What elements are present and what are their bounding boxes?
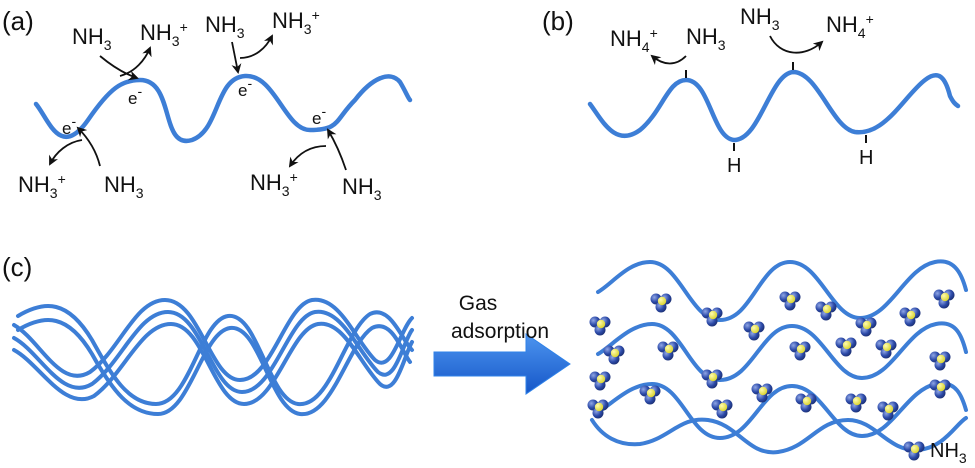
species-nh3: NH3 [104,172,144,201]
layer-wave [12,297,414,383]
ammonia-molecule-icon [639,385,661,405]
panel-c-label: (c) [2,252,32,282]
species-nh3: NH3 [342,174,382,203]
ammonia-molecule-icon [779,291,801,311]
layer-wave [16,304,414,407]
species-nh3-plus: NH3+ [272,7,320,37]
layer-wave [596,259,968,323]
species-nh3-plus: NH3+ [18,171,66,201]
electron-label: e- [312,103,326,128]
reaction-arrow [231,41,242,74]
ammonia-molecule-icon [815,301,837,321]
reaction-arrow [769,35,824,54]
layer-wave [596,381,968,441]
species-nh3: NH3 [205,12,245,41]
arrow-label-adsorption: adsorption [451,320,549,343]
layer-wave [12,309,414,395]
panel-c: (c) Gas adsorption [2,252,968,466]
arrow-label-gas: Gas [459,292,498,315]
panel-a-wave [33,73,413,144]
ammonia-molecule-icon [789,341,811,361]
species-nh3-plus: NH3+ [140,19,188,49]
reaction-arrow [99,55,139,81]
reaction-arrow [76,126,101,167]
ammonia-molecule-icon [929,351,951,371]
expanded-layers [590,259,968,455]
ammonia-molecule-icon [899,307,921,327]
species-nh3: NH3 [740,4,780,33]
ammonia-molecule-icon [657,341,679,361]
ammonia-molecule-icon [795,393,817,413]
ammonia-molecule-icon [603,345,625,365]
panel-b-wave [587,69,961,143]
species-nh3-plus: NH3+ [250,169,298,199]
ammonia-molecule-icon [875,339,897,359]
reaction-arrow [49,139,83,166]
legend: NH3 [903,440,967,466]
species-nh3: NH3 [686,24,726,53]
hydrogen-label: H [859,147,873,169]
ammonia-molecule-icon [701,369,723,389]
species-nh4-plus: NH4+ [610,25,658,55]
layer-wave [596,321,968,383]
ammonia-molecule-icon [933,289,955,309]
ammonia-molecule-icon [589,316,611,336]
legend-label: NH3 [930,440,967,466]
ammonia-molecule-icon [711,399,733,419]
species-nh3: NH3 [72,24,112,53]
stacked-layers [12,297,414,417]
hydrogen-label: H [727,155,741,177]
ammonia-molecule-icon [903,441,925,461]
panel-b-label: (b) [542,6,574,36]
reaction-arrow [650,54,687,65]
electron-label: e- [238,75,252,100]
ammonia-molecule-icon [845,393,867,413]
panel-a-label: (a) [2,6,34,36]
reaction-arrow [288,145,327,168]
electron-label: e- [128,83,142,108]
reaction-arrow [119,46,152,77]
reaction-arrow [239,34,273,59]
ammonia-molecule-icon [835,337,857,357]
layer-wave [16,318,412,417]
ammonia-molecule-icon [701,307,723,327]
species-nh4-plus: NH4+ [826,11,874,41]
ammonia-molecule-icon [587,399,609,419]
electron-label: e- [62,113,76,138]
reaction-arrow [326,128,347,171]
layer-wave [12,321,414,407]
panel-b: (b) NH4+ NH3 NH3 NH4+ H H [542,4,961,177]
ammonia-molecule-icon [855,317,877,337]
gas-adsorption-arrow: Gas adsorption [433,292,571,395]
panel-a: (a) NH3 NH3+ e- NH3 NH3+ e- e- NH3+ NH3 … [2,6,413,203]
ammonia-molecule-icon [589,371,611,391]
ammonia-molecule-icon [743,321,765,341]
ammonia-molecule-icon [650,293,672,313]
